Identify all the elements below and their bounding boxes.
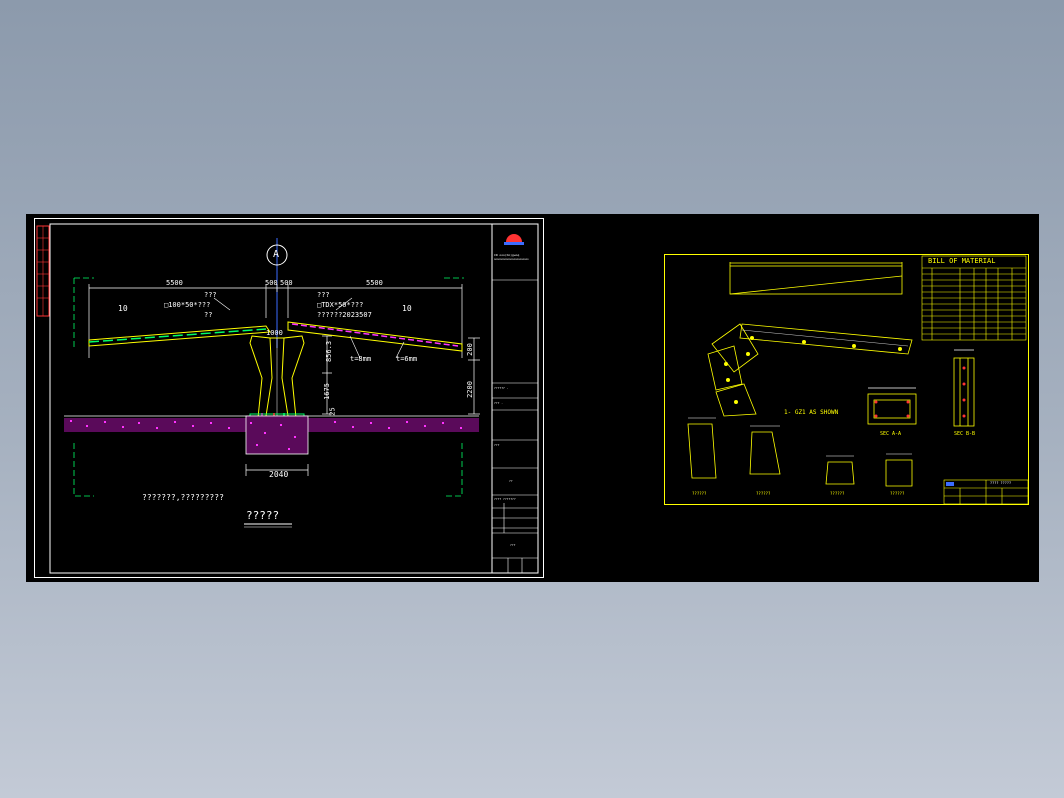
- drawing-sheet-elevation: A 5500 500 500 5500 1000 856.3 1675 25 2…: [34, 218, 544, 578]
- dim-column-height: 1000: [266, 329, 283, 337]
- weld-label-1: t=8mm: [350, 355, 372, 363]
- sheet2-graphics: [664, 254, 1029, 505]
- dim-right-span: 5500: [366, 279, 383, 287]
- slope-left-label: 10: [118, 304, 128, 313]
- title-row-a: ?????? -: [494, 386, 509, 390]
- drawing-sheet-details: BILL OF MATERIAL 1- GZ1 AS SHOWN SEC A-A…: [664, 254, 1030, 506]
- bom-table: [921, 255, 1027, 341]
- company-line-2: ooooooooooooooooooooooo: [494, 258, 529, 261]
- bottom-note: ???????,?????????: [142, 493, 224, 502]
- detail-assembly: [707, 323, 913, 417]
- right-canopy-beam: [287, 321, 463, 352]
- detail-label-3: ??????: [830, 491, 845, 496]
- company-logo: [506, 234, 522, 242]
- title-block: [491, 223, 539, 574]
- ground-hatch: [70, 420, 462, 429]
- detail-sec-b: [953, 349, 975, 427]
- detail-beam-top: [729, 262, 903, 295]
- sheet2-frame: [664, 254, 1029, 505]
- footing: [245, 415, 309, 455]
- right-member-label: □TDX*50*???: [317, 301, 364, 309]
- slope-right-label: 10: [402, 304, 412, 313]
- dim-left-span: 5500: [166, 279, 183, 287]
- steel-column: [249, 335, 305, 419]
- grid-bubble-label: A: [273, 249, 280, 260]
- dim-center-left: 500: [265, 279, 278, 287]
- bom-title: BILL OF MATERIAL: [928, 257, 996, 265]
- sec-a-label: SEC A-A: [880, 431, 902, 437]
- outline-dashed: [73, 277, 464, 497]
- outer-frame: [34, 218, 544, 578]
- sheet2-title-block: [943, 479, 1029, 505]
- left-canopy-beam: [88, 325, 271, 347]
- title-drawing-code: ???: [510, 543, 516, 547]
- right-unknown-label: ???: [317, 291, 330, 299]
- dim-center-right: 500: [280, 279, 293, 287]
- sheet2-title-text: ???? ?????: [990, 481, 1012, 485]
- dim-base: 25: [328, 407, 337, 416]
- detail-label-4: ??????: [890, 491, 905, 496]
- drawing-title: ?????: [246, 509, 280, 522]
- title-row-e: ???? ???????: [494, 497, 516, 501]
- title-row-c: ???: [494, 443, 500, 447]
- title-row-b: ??? -: [494, 401, 504, 405]
- grid-bubble: [266, 244, 288, 266]
- detail-sec-a: [867, 387, 917, 425]
- left-member-note: ??: [204, 311, 213, 319]
- title-row-d: ??: [509, 479, 513, 483]
- company-line-1: CN ooo(Oo)gwoq: [494, 253, 520, 257]
- left-member-label: □100*50*???: [164, 301, 211, 309]
- right-member-note: ??????2023507: [317, 311, 372, 319]
- dim-footing-width: 2040: [269, 470, 289, 479]
- detail-label-2: ??????: [756, 491, 771, 496]
- dim-upper: 856.3: [325, 340, 334, 363]
- detail-label-1: ??????: [692, 491, 707, 496]
- dim-right-height: 200: [465, 343, 474, 356]
- dim-right-total: 2200: [465, 381, 474, 398]
- weld-label-2: t=6mm: [396, 355, 418, 363]
- sheet1-graphics: [34, 218, 544, 578]
- sec-b-label: SEC B-B: [954, 431, 976, 437]
- detail-small-parts: [687, 423, 913, 487]
- dim-lower: 1675: [322, 383, 331, 400]
- dimension-lines: [88, 284, 480, 476]
- cad-model-viewport[interactable]: A 5500 500 500 5500 1000 856.3 1675 25 2…: [26, 214, 1039, 582]
- left-unknown-label: ???: [204, 291, 217, 299]
- section-gz1-label: 1- GZ1 AS SHOWN: [784, 409, 839, 416]
